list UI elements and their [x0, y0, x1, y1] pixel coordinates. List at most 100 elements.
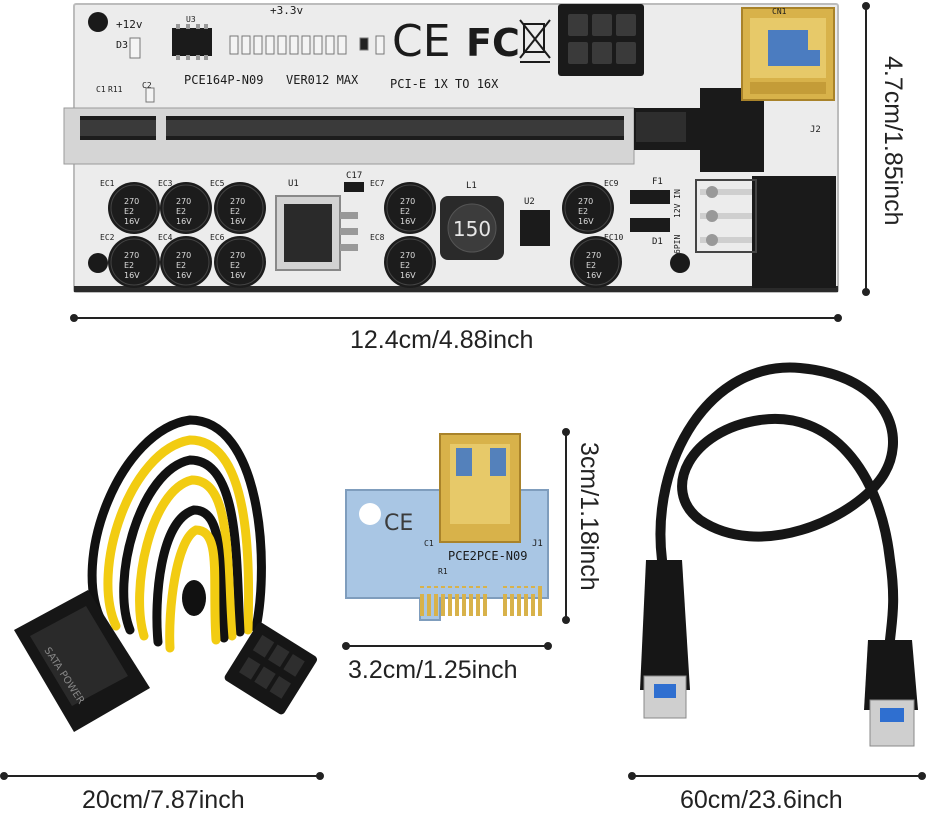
ref-cn1: CN1 — [772, 7, 787, 16]
capacitor: 270 E2 16V — [384, 236, 436, 288]
ref-ec10: EC10 — [604, 233, 623, 242]
fuse-f1 — [630, 190, 670, 204]
ref-ec8: EC8 — [370, 233, 385, 242]
label-33v: +3.3v — [270, 4, 303, 17]
ref-u2: U2 — [524, 197, 535, 207]
svg-text:E2: E2 — [586, 261, 596, 270]
inductor-value: 150 — [453, 217, 491, 241]
ref-d1: D1 — [652, 237, 663, 247]
ref-c17: C17 — [346, 171, 362, 181]
ref-u1: U1 — [288, 179, 299, 189]
capacitor: 270 E2 16V — [214, 182, 266, 234]
ref-ec5: EC5 — [210, 179, 225, 188]
slot-latch — [634, 88, 764, 172]
ref-c1: C1 — [96, 85, 106, 94]
usb-adapter-card: CE PCE2PCE-N09 J1 R1 C1 — [345, 433, 549, 621]
fcc-mark: FC — [466, 21, 520, 65]
capacitor: 270 E2 16V — [570, 236, 622, 288]
mount-hole — [88, 253, 108, 273]
label-12v: +12v — [116, 18, 143, 31]
led-row — [229, 35, 385, 55]
adapter-width-label: 3.2cm/1.25inch — [348, 656, 518, 684]
svg-text:16V: 16V — [230, 217, 246, 226]
svg-text:270: 270 — [124, 251, 139, 260]
svg-text:E2: E2 — [176, 207, 186, 216]
usb-cable-length-label: 60cm/23.6inch — [680, 786, 843, 814]
card-ref-c1: C1 — [424, 539, 434, 548]
card-ref-j1: J1 — [532, 539, 543, 549]
board-version-label: VER012 MAX — [286, 73, 359, 87]
svg-text:16V: 16V — [400, 271, 416, 280]
ref-d3: D3 — [116, 40, 128, 51]
ref-ec7: EC7 — [370, 179, 385, 188]
riser-dimension-lines — [70, 2, 870, 322]
svg-text:16V: 16V — [176, 217, 192, 226]
riser-width-label: 12.4cm/4.88inch — [350, 326, 534, 354]
ref-j2: J2 — [810, 125, 821, 135]
capacitors: 270 E2 16V 270 E2 16V 270 E2 16V 270 E2 … — [100, 179, 623, 288]
riser-board: CE FC +12v D3 U3 +3.3v C1 R11 C2 PCE164P… — [63, 3, 839, 293]
capacitor: 270 E2 16V — [384, 182, 436, 234]
svg-text:16V: 16V — [176, 271, 192, 280]
regulator-u1 — [275, 195, 358, 271]
svg-text:16V: 16V — [124, 217, 140, 226]
svg-text:E2: E2 — [176, 261, 186, 270]
usb3-port — [741, 7, 835, 101]
usb3-cable — [640, 362, 918, 747]
weee-bin-icon — [519, 19, 551, 63]
ref-ec2: EC2 — [100, 233, 115, 242]
diode-d1 — [630, 218, 670, 232]
capacitor: 270 E2 16V — [562, 182, 614, 234]
svg-text:E2: E2 — [124, 207, 134, 216]
ref-ec4: EC4 — [158, 233, 173, 242]
usb-plug-right — [864, 640, 918, 747]
sata-power-connector: SATA POWER — [14, 590, 150, 732]
gold-fingers — [420, 586, 542, 616]
svg-text:270: 270 — [176, 197, 191, 206]
usb-plug-left — [640, 560, 690, 719]
six-pin-cable-connector — [224, 622, 318, 715]
inductor-l1: 150 — [440, 196, 504, 260]
ref-ec9: EC9 — [604, 179, 619, 188]
mount-hole — [670, 253, 690, 273]
svg-text:E2: E2 — [230, 207, 240, 216]
capacitor: 270 E2 16V — [160, 182, 212, 234]
svg-text:E2: E2 — [400, 261, 410, 270]
six-pin-connector — [558, 4, 644, 76]
svg-text:270: 270 — [176, 251, 191, 260]
cable-tie — [182, 580, 206, 616]
ref-c2: C2 — [142, 81, 152, 90]
svg-text:16V: 16V — [230, 271, 246, 280]
side-power-connector — [695, 176, 836, 288]
mount-hole — [88, 12, 108, 32]
svg-text:E2: E2 — [578, 207, 588, 216]
riser-height-label: 4.7cm/1.85inch — [879, 56, 907, 226]
svg-text:E2: E2 — [124, 261, 134, 270]
svg-text:16V: 16V — [124, 271, 140, 280]
svg-text:16V: 16V — [400, 217, 416, 226]
mount-hole — [359, 503, 381, 525]
card-ce-mark: CE — [384, 511, 413, 536]
svg-text:270: 270 — [400, 197, 415, 206]
card-ref-r1: R1 — [438, 567, 448, 576]
ref-ec6: EC6 — [210, 233, 225, 242]
power-cable-dimension-line — [0, 772, 324, 780]
svg-text:270: 270 — [400, 251, 415, 260]
svg-text:16V: 16V — [578, 217, 594, 226]
capacitor: 270 E2 16V — [108, 236, 160, 288]
ref-ec3: EC3 — [158, 179, 173, 188]
sata-to-6pin-cable — [87, 415, 266, 653]
svg-text:270: 270 — [586, 251, 601, 260]
board-interface-label: PCI-E 1X TO 16X — [390, 77, 499, 91]
ref-u3: U3 — [186, 15, 196, 24]
ref-l1: L1 — [466, 181, 477, 191]
board-model-label: PCE164P-N09 — [184, 73, 263, 87]
capacitor: 270 E2 16V — [108, 182, 160, 234]
ref-r11: R11 — [108, 85, 123, 94]
ce-mark: CE — [392, 16, 451, 67]
capacitor: 270 E2 16V — [160, 236, 212, 288]
svg-text:16V: 16V — [586, 271, 602, 280]
capacitor: 270 E2 16V — [214, 236, 266, 288]
adapter-dimension-lines — [342, 428, 570, 650]
